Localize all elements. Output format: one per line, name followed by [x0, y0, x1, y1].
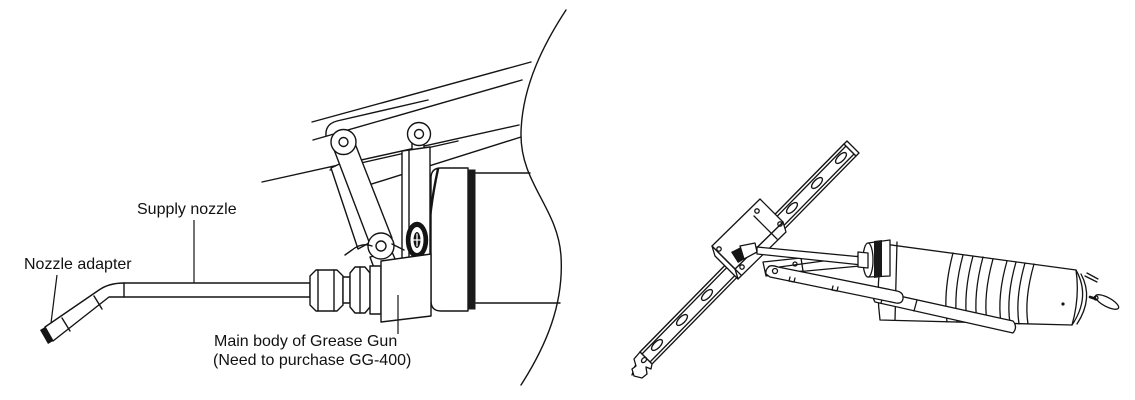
gun-head-dark-band [874, 240, 882, 278]
machine-slab-edge3 [261, 124, 520, 183]
machine-slab-top-edge [311, 61, 532, 123]
grease-nipple-cross [412, 233, 422, 247]
bolt-washer-left [330, 128, 357, 156]
pump-lever-bar [765, 265, 904, 304]
bolt-washer-left-hole [338, 136, 349, 148]
right-figure-rail-lubrication [631, 140, 1120, 379]
t-handle-paddle [1094, 294, 1120, 310]
nozzle-adapter-joint1 [61, 317, 71, 332]
carriage-screw [716, 246, 722, 252]
lever-pivot-lower-hole [375, 240, 387, 252]
grease-gun-body-block [380, 253, 432, 323]
barrel-end-cap-rim1 [1071, 269, 1084, 326]
rail-mounting-hole [785, 201, 799, 215]
fitting-spacer [369, 265, 382, 315]
pump-lever-pivot [771, 267, 779, 275]
carriage-screw [777, 221, 783, 227]
end-cap-latch [1084, 272, 1099, 283]
carriage-end-plate-line2 [753, 215, 778, 240]
label-main-body-line1: Main body of Grease Gun [214, 333, 397, 350]
label-main-body-line2: (Need to purchase GG-400) [213, 352, 411, 369]
bolt-washer-right [406, 121, 432, 147]
machine-column-break-edge [520, 9, 567, 386]
lever-foot [831, 285, 839, 292]
barrel-vent-dot [1061, 302, 1065, 306]
fitting-collar [342, 276, 351, 304]
barrel-rib [1026, 263, 1035, 325]
tube-coupler-nut [857, 251, 869, 269]
barrel-end-cap-rim2 [1076, 273, 1088, 325]
nozzle-adapter-tip-edge [40, 327, 53, 344]
yoke-casting-line2 [391, 243, 405, 251]
bolt-washer-right-hole [413, 128, 425, 140]
carriage-end-plate-line1 [717, 251, 742, 276]
left-figure-grease-gun-assembly [40, 9, 567, 386]
hex-nut-1 [309, 269, 344, 312]
carriage-screw [754, 208, 760, 214]
leader-nozzle-adapter [50, 274, 58, 324]
bracket-plate-corner [325, 99, 429, 137]
rail-mounting-hole [834, 151, 848, 165]
carriage-screw [739, 264, 745, 270]
barrel-rib [1008, 261, 1017, 324]
left-figure-annotations [50, 220, 399, 334]
yoke-casting-line1 [344, 243, 373, 256]
flange-panel [430, 167, 469, 312]
rail-end-hole [640, 356, 648, 364]
rail-mounting-hole [700, 288, 714, 302]
rail-mounting-hole [650, 338, 664, 352]
rail-end-face-top [843, 140, 860, 157]
rail-mounting-hole [810, 176, 824, 190]
flange-panel-dark-band [467, 169, 476, 310]
lever-foot [788, 276, 796, 283]
label-supply-nozzle: Supply nozzle [137, 201, 237, 218]
t-handle-pin [1093, 295, 1099, 301]
rail-end-profile [631, 351, 653, 379]
label-nozzle-adapter: Nozzle adapter [24, 256, 132, 273]
lever-pivot-lower [367, 232, 395, 260]
barrel-rib [1017, 262, 1026, 325]
rail-mounting-hole [675, 313, 689, 327]
nozzle-adapter-joint2 [93, 295, 103, 310]
hex-nut-1-facets [317, 269, 335, 312]
